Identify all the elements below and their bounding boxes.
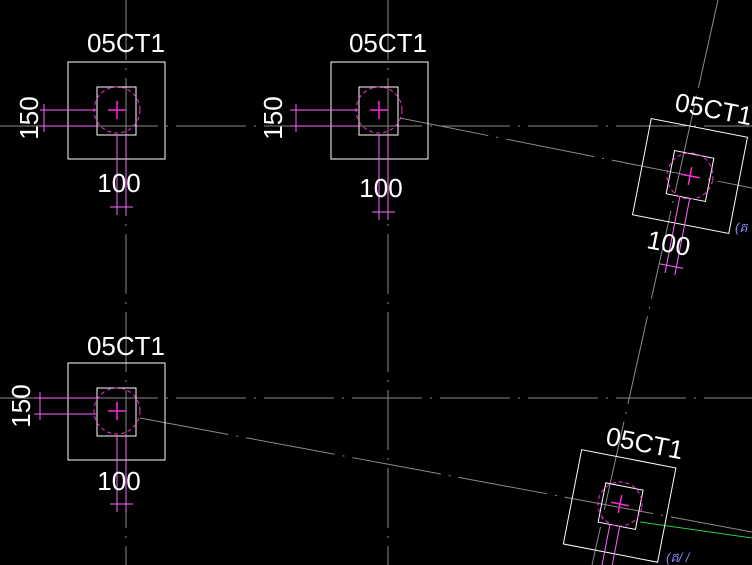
column-circle [666, 152, 714, 200]
dim-horizontal: 100 [645, 224, 693, 262]
dim-ext-h [659, 263, 684, 269]
footing-outline [631, 117, 749, 235]
grid-line-diag-b [139, 417, 752, 533]
dim-vertical: 150 [14, 96, 44, 139]
dim-line-h [664, 196, 681, 274]
footing-label: 05CT1 [349, 28, 427, 58]
footing-5[interactable]: 05CT1 [560, 421, 686, 565]
dim-line-h2 [674, 198, 691, 276]
dim-vertical: 150 [6, 384, 36, 427]
center-mark-v [687, 167, 693, 185]
dim-horizontal: 100 [97, 466, 140, 496]
dim-vertical: 150 [258, 96, 288, 139]
footing-2[interactable]: 05CT1 150 100 [258, 28, 429, 220]
grid-line-skew [591, 0, 719, 565]
column-outline [597, 482, 644, 530]
footing-label: 05CT1 [87, 28, 165, 58]
dim-line-h2 [610, 526, 621, 565]
footing-label: 05CT1 [87, 331, 165, 361]
dim-line-h [600, 524, 611, 565]
footing-outline [562, 449, 677, 563]
grid-line-diag-a [399, 117, 752, 189]
side-note-upper: (គ [735, 220, 749, 235]
footing-1[interactable]: 05CT1 150 100 [14, 28, 166, 215]
center-mark-v [617, 495, 623, 513]
dim-horizontal: 100 [359, 173, 402, 203]
column-circle [93, 387, 141, 435]
footing-3[interactable]: 05CT1 100 [623, 87, 752, 284]
column-outline [665, 150, 715, 202]
green-reference-line [639, 521, 752, 539]
side-note-lower: (គ/ / [666, 550, 691, 565]
dim-horizontal: 100 [97, 168, 140, 198]
footing-4[interactable]: 05CT1 150 100 [6, 331, 166, 512]
